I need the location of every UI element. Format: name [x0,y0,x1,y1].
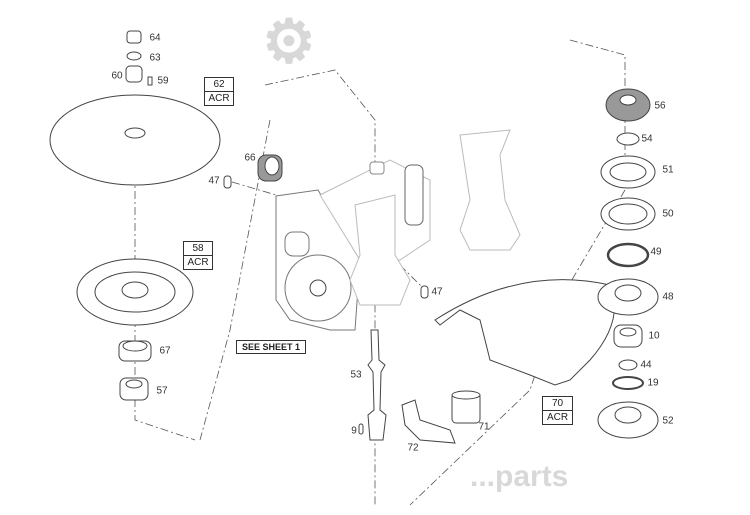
callout-67: 67 [159,345,171,357]
callout-48: 48 [662,291,674,303]
callout-9: 9 [351,425,357,437]
callout-59: 59 [157,75,169,87]
part-59 [147,76,153,86]
callout-56: 56 [654,100,666,112]
part-49 [606,242,650,268]
callout-64: 64 [149,32,161,44]
callout-51: 51 [662,164,674,176]
callout-54: 54 [641,133,653,145]
callout-60: 60 [111,70,123,82]
pump-cyl-2 [459,129,521,251]
part-53-shaft [367,329,387,441]
part-70-bracket [434,279,615,386]
watermark: ⚙ [262,8,316,75]
part-44 [618,359,638,371]
callout-66: 66 [244,152,256,164]
callout-71: 71 [478,421,490,433]
leader-frame [199,119,271,441]
part-47a [223,175,232,189]
part-64 [126,30,142,44]
part-19 [612,376,644,390]
callout-53: 53 [350,369,362,381]
leader-47b [399,264,426,291]
callout-47b: 47 [431,286,443,298]
callout-50: 50 [662,208,674,220]
part-54 [616,132,640,146]
part-47b [420,285,429,299]
callout-10: 10 [648,330,660,342]
callout-44: 44 [640,359,652,371]
pump-cyl-1 [349,194,411,306]
part-72 [401,399,456,444]
callout-63: 63 [149,52,161,64]
part-62-disc [49,94,221,186]
callout-47a: 47 [208,175,220,187]
part-63 [126,51,142,61]
callout-19: 19 [647,377,659,389]
part-9 [358,423,364,435]
leader-center [264,69,376,505]
see-sheet-1-box: SEE SHEET 1 [236,340,307,354]
callout-72: 72 [407,442,419,454]
callout-52: 52 [662,415,674,427]
watermark-text: ...parts [470,460,569,493]
part-60 [125,65,143,83]
callout-49: 49 [650,246,662,258]
gear-wheel [404,164,424,226]
callout-57: 57 [156,385,168,397]
